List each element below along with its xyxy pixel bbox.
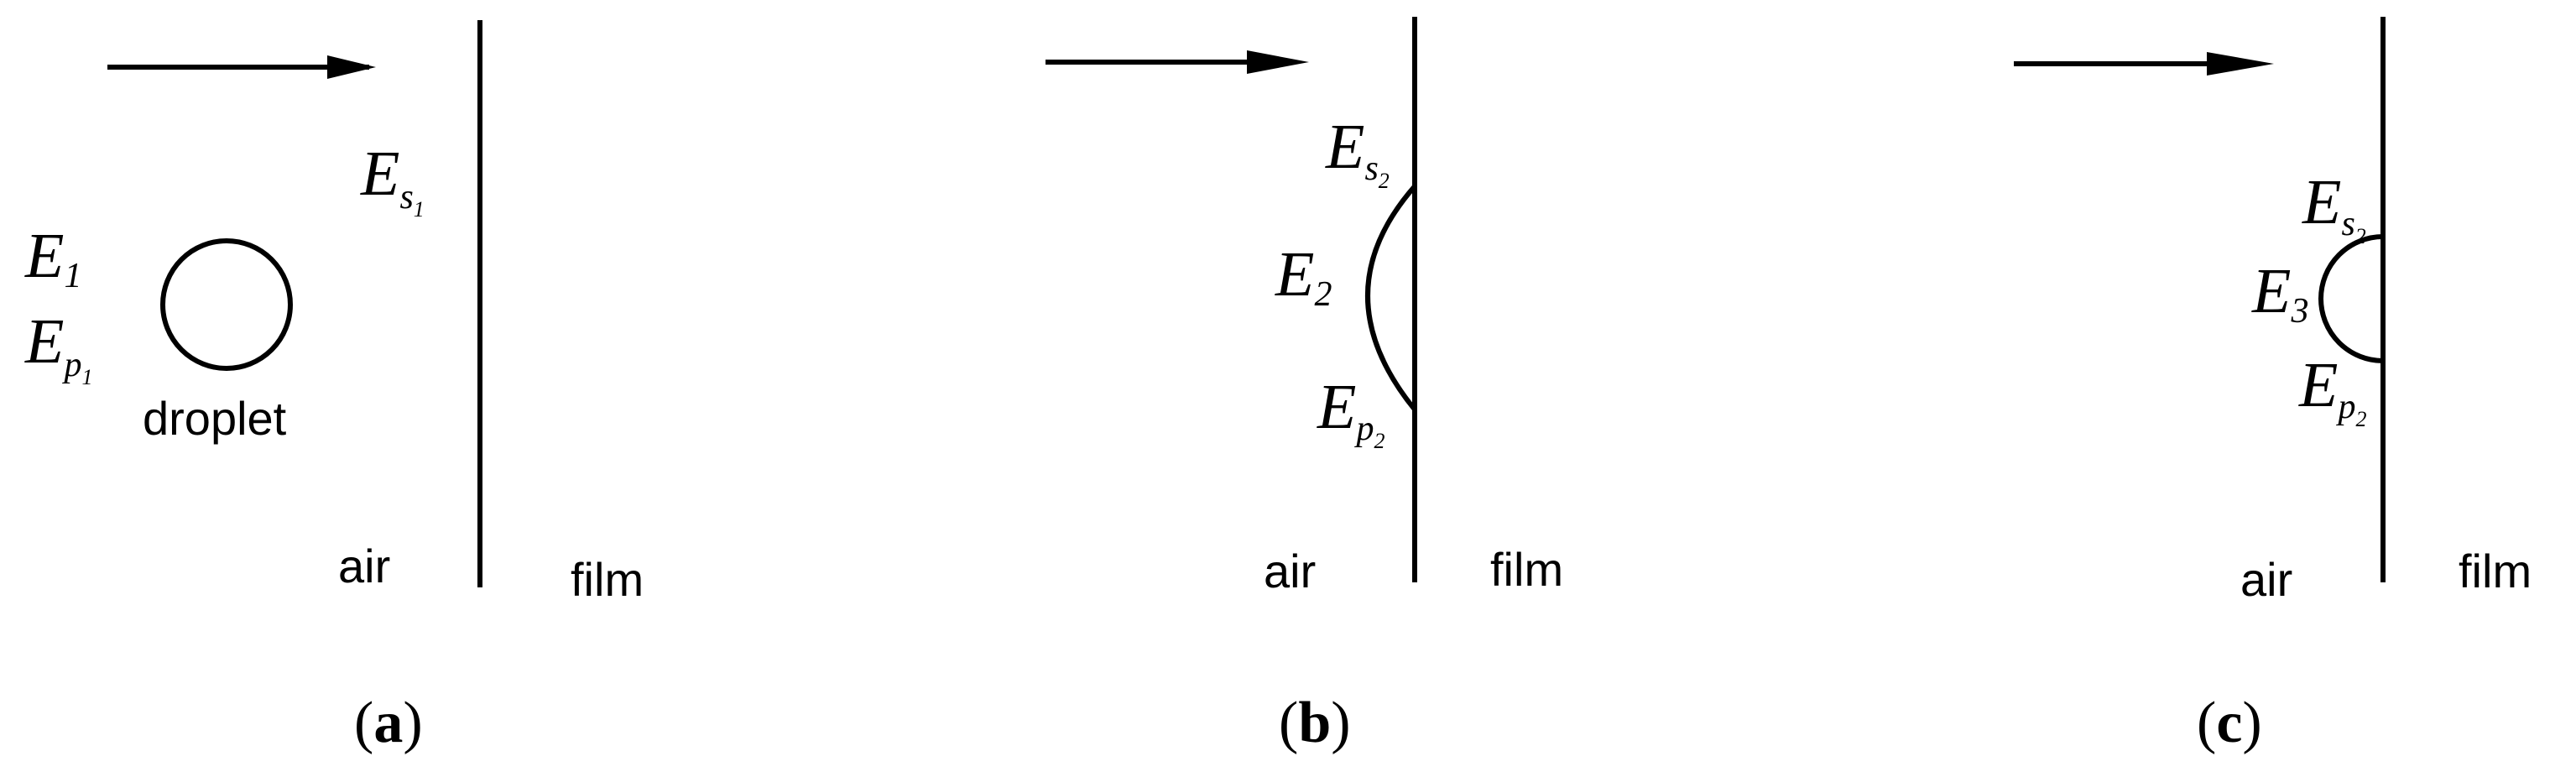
surface-energy-symbol: Es2 xyxy=(2302,167,2366,248)
panel-label: (a) xyxy=(354,691,423,755)
panel-label-letter: a xyxy=(373,691,403,755)
air-label: air xyxy=(2240,553,2292,606)
surface-energy-base: E xyxy=(2302,167,2341,237)
droplet-energy-base: E xyxy=(1275,239,1314,310)
droplet-energy-symbol: E2 xyxy=(1275,239,1332,314)
surface-energy-sub: s xyxy=(1364,149,1378,188)
panel-label-letter: b xyxy=(1298,691,1331,755)
air-label: air xyxy=(338,540,390,592)
surface-energy-base: E xyxy=(1325,112,1364,182)
panel-label-letter: c xyxy=(2216,691,2242,755)
pressure-energy-symbol: Ep2 xyxy=(1317,372,1384,453)
panel-label: (c) xyxy=(2197,691,2262,755)
droplet-circle xyxy=(160,238,293,371)
film-label: film xyxy=(2459,545,2532,597)
pressure-energy-symbol: Ep1 xyxy=(24,306,92,389)
pressure-energy-subsub: 2 xyxy=(2355,407,2366,431)
droplet-energy-symbol: E3 xyxy=(2251,256,2308,331)
surface-energy-symbol: Es2 xyxy=(1325,112,1390,193)
surface-energy-subsub: 1 xyxy=(414,197,425,222)
panel-label-close: ) xyxy=(1331,691,1350,755)
motion-arrow-head xyxy=(327,55,376,79)
droplet-energy-base: E xyxy=(24,221,64,291)
panel-label-close: ) xyxy=(2242,691,2261,755)
pressure-energy-base: E xyxy=(1317,372,1356,442)
spread-droplet-arc xyxy=(1365,185,1417,411)
pressure-energy-sub: p xyxy=(61,346,81,384)
pressure-energy-subsub: 1 xyxy=(81,365,92,389)
surface-energy-symbol: Es1 xyxy=(360,138,425,222)
panel-label-open: ( xyxy=(1279,691,1298,755)
air-label: air xyxy=(1264,545,1316,597)
pressure-energy-base: E xyxy=(24,306,64,377)
motion-arrow-head xyxy=(2207,52,2274,76)
pressure-energy-subsub: 2 xyxy=(1374,429,1384,453)
panel-a: Es1 E1 Ep1 droplet air film (a) xyxy=(24,20,644,755)
pressure-energy-symbol: Ep2 xyxy=(2298,350,2366,431)
spread-droplet-arc xyxy=(2318,234,2384,363)
panel-label-close: ) xyxy=(403,691,422,755)
pressure-energy-sub: p xyxy=(2335,388,2355,426)
film-label: film xyxy=(1490,543,1563,596)
film-label: film xyxy=(571,553,644,606)
panel-label: (b) xyxy=(1279,691,1351,755)
panel-b: Es2 E2 Ep2 air film (b) xyxy=(1046,17,1563,755)
panel-c: Es2 E3 Ep2 air film (c) xyxy=(2014,17,2532,755)
surface-energy-sub: s xyxy=(399,178,413,216)
droplet-energy-base: E xyxy=(2251,256,2291,326)
surface-energy-base: E xyxy=(360,138,399,209)
droplet-energy-sub: 1 xyxy=(64,257,81,295)
panel-label-open: ( xyxy=(354,691,373,755)
panel-label-open: ( xyxy=(2197,691,2216,755)
droplet-label: droplet xyxy=(143,392,287,445)
pressure-energy-sub: p xyxy=(1353,409,1374,448)
surface-energy-subsub: 2 xyxy=(2355,224,2366,248)
pressure-energy-base: E xyxy=(2298,350,2338,420)
motion-arrow-head xyxy=(1247,50,1309,74)
droplet-energy-symbol: E1 xyxy=(24,221,81,295)
droplet-energy-sub: 2 xyxy=(1314,275,1332,314)
surface-energy-subsub: 2 xyxy=(1379,169,1390,193)
droplet-energy-sub: 3 xyxy=(2290,292,2308,331)
surface-energy-sub: s xyxy=(2341,205,2354,243)
